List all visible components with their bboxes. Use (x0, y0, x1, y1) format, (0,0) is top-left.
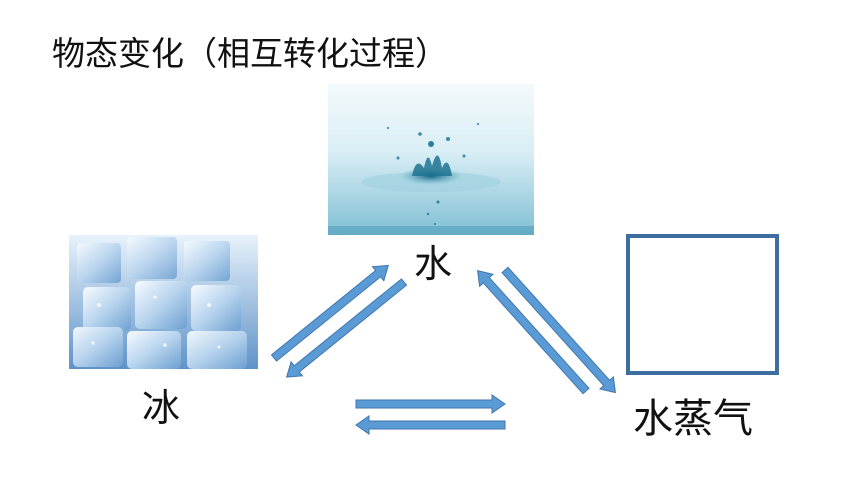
arrow-vapor-to-ice (355, 415, 506, 435)
label-ice: 冰 (142, 386, 181, 430)
ice-cubes-photo (69, 235, 258, 369)
arrow-vapor-to-water (477, 269, 590, 395)
arrow-water-to-ice (285, 278, 408, 378)
arrow-ice-to-vapor (355, 394, 506, 414)
water-splash-photo (328, 84, 534, 235)
vapor-placeholder-box (626, 234, 779, 375)
arrow-water-to-vapor (501, 266, 616, 394)
arrow-ice-to-water (270, 264, 389, 362)
slide-title: 物态变化（相互转化过程） (52, 34, 448, 73)
label-water: 水 (414, 242, 453, 286)
label-vapor: 水蒸气 (633, 396, 753, 442)
